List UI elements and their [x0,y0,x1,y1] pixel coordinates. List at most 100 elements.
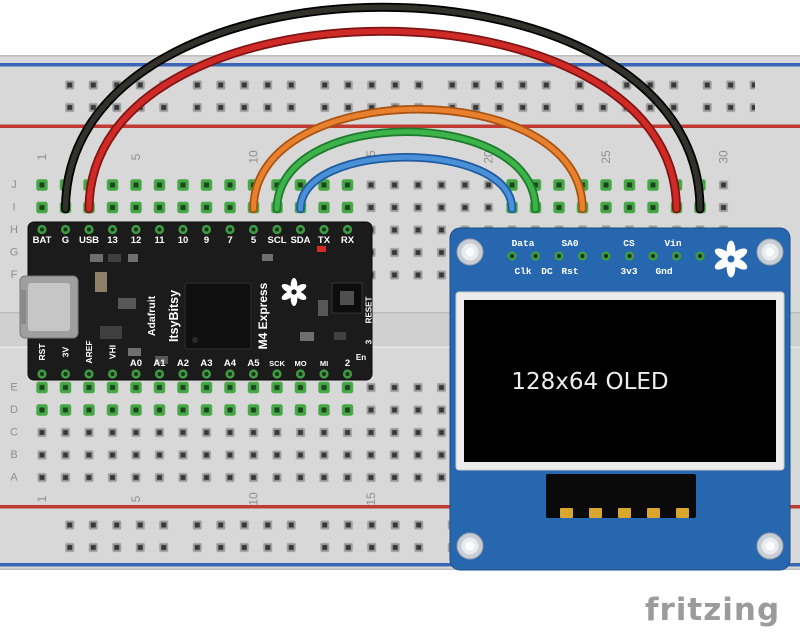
pin-label: En [356,353,366,362]
oled-pin-label: Vin [664,238,681,249]
pin-label: RX [341,235,355,246]
wire-orange-core [251,106,585,212]
wire-black-core [62,4,703,212]
itsybitsy-top-pads [37,224,353,235]
oled-pin-label: Gnd [655,266,672,277]
pin-pad-center [87,227,91,232]
pin-label: VHI [108,345,118,359]
top-rail-blue-line [0,63,800,67]
pin-pad-center [322,372,326,376]
mounting-hole [756,532,784,560]
pin-label: A1 [153,358,166,369]
row-letter-label: G [10,247,19,259]
pin-pad-center [40,372,44,376]
pin-pad-center [204,227,209,232]
oled-pin-pads [507,251,705,261]
wire-blue[interactable] [296,153,517,214]
center-channel-top-line [0,312,800,314]
pin-label: 9 [204,235,209,246]
pin-pad-center [557,254,561,258]
pin-label: 13 [107,235,118,246]
wire-red[interactable] [84,26,681,214]
reset-label: RESET [365,297,374,324]
flex-connector [546,474,696,518]
pin-label: AREF [84,340,94,363]
oled-pin-label: DC [541,266,553,277]
pin-pad-center [134,372,138,376]
oled-pin-label: Data [512,238,535,249]
pin-label: BAT [33,235,52,246]
brand-label: Adafruit [146,295,158,336]
row-letter-label: D [10,404,18,416]
pin-label: A3 [200,358,212,369]
pin-pad-center [345,372,350,376]
oled-display: 128x64 OLED [455,291,785,471]
pin-pad-center [627,254,632,258]
pin-pad-center [674,254,679,258]
pin-pad-center [345,227,350,232]
row-letter-label: F [11,269,18,281]
wire-orange[interactable] [249,105,587,214]
pin-pad-center [533,254,538,258]
pin-label: 3 [365,339,374,344]
pin-pad-center [322,227,326,232]
smd-components [90,254,346,364]
mounting-hole [456,532,484,560]
reset-button [331,282,363,314]
pin-pad-center [110,227,115,232]
bottom-rail-blue-line [0,563,800,567]
pin-pad-center [275,372,279,376]
oled-pin-label: Rst [561,266,578,277]
wire-red-core [86,28,680,212]
pin-pad-center [134,227,138,232]
pin-pad-center [40,227,44,232]
row-letter-label: C [10,427,18,439]
pin-label: MO [294,359,306,368]
wire-black[interactable] [61,2,705,214]
pin-label: A5 [247,358,260,369]
row-letter-label: A [10,472,18,484]
pin-label: 7 [227,235,232,246]
pin-label: MI [320,359,328,368]
wire-green[interactable] [272,127,540,214]
pin-pad-center [63,372,68,376]
pin-label: SDA [290,235,310,246]
pin-label: 10 [178,235,189,246]
pin-label: A4 [224,358,237,369]
row-letter-label: H [10,224,18,236]
oled-board[interactable]: Data SA0 CS Vin Clk DC Rst 3v3 Gnd 128x6… [449,227,791,571]
pin-pad-center [251,372,256,376]
adafruit-logo-icon [280,278,308,306]
column-number-label: 10 [247,492,261,506]
pin-label: A2 [177,358,189,369]
row-letter-label: B [10,449,17,461]
column-number-label: 5 [129,153,143,160]
variant-label: M4 Express [256,282,270,349]
mcu-chip [184,282,252,350]
pin-pad-center [251,227,256,232]
pin-pad-center [157,372,162,376]
fritzing-watermark: fritzing [645,592,780,628]
pin-pad-center [604,254,608,258]
bottom-rail-red-line [0,505,800,509]
breadboard-bottom-edge [0,568,800,570]
pin-pad-center [87,372,91,376]
pin-pad-center [228,372,232,376]
micro-usb-connector [19,275,79,339]
pin-label: 12 [131,235,142,246]
wire-green-core [274,129,538,212]
column-number-label: 15 [364,492,378,506]
column-number-label: 1 [35,495,49,502]
column-number-label: 30 [717,150,731,164]
pin-pad-center [651,254,655,258]
oled-pin-label: 3v3 [620,266,637,277]
pin-label: 5 [251,235,257,246]
pin-pad-center [580,254,585,258]
itsybitsy-bottom-pads [37,369,353,379]
pin-pad-center [181,227,185,232]
pin-pad-center [275,227,279,232]
pin-pad-center [110,372,115,376]
itsybitsy-board[interactable]: Adafruit ItsyBitsy M4 Express BAT G USB … [19,221,374,381]
